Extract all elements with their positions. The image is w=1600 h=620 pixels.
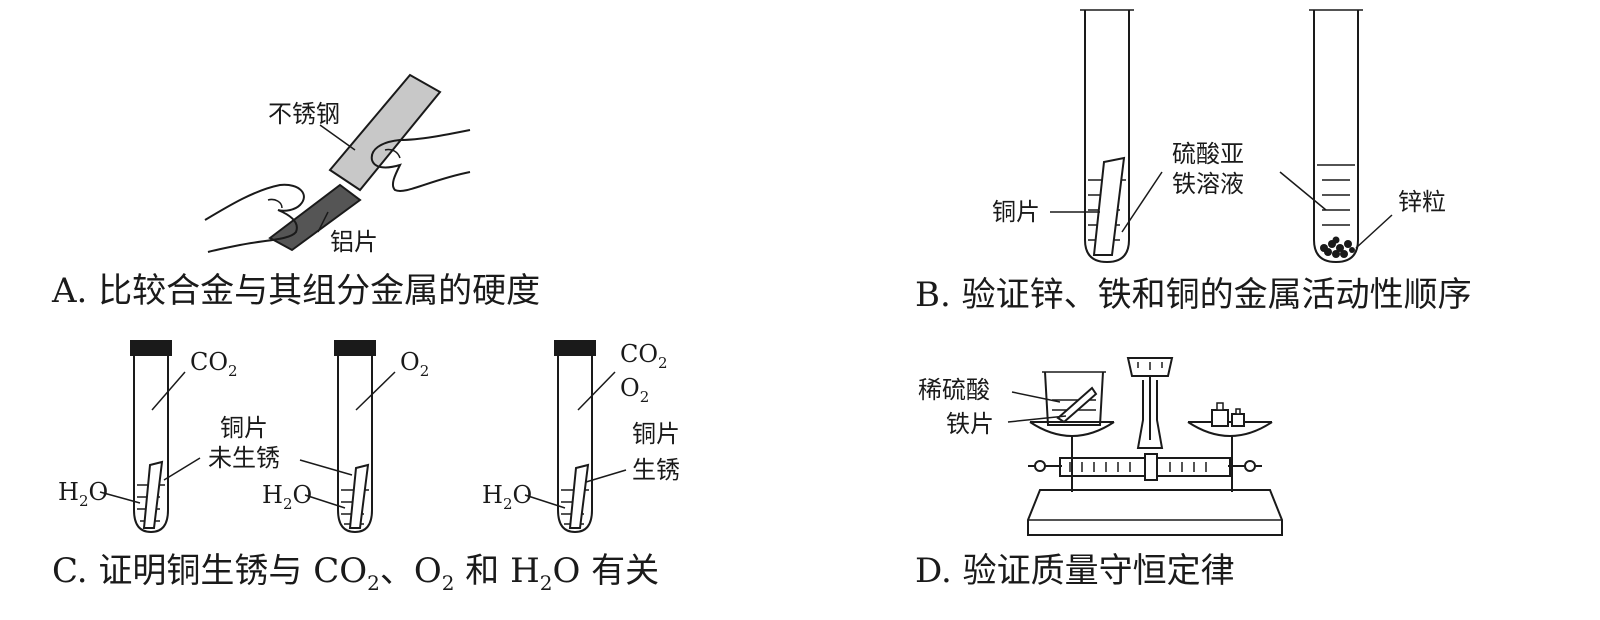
test-tube-copper (1084, 10, 1130, 264)
test-tube-c1 (133, 356, 169, 534)
zinc-granules (1320, 236, 1355, 258)
test-tube-c3 (557, 356, 593, 534)
label-c3-gas-2: O2 (620, 374, 649, 406)
weight-large (1211, 409, 1229, 427)
label-c1-water: H2O (58, 478, 108, 510)
solution-lines-2 (1317, 164, 1355, 226)
stopper-3 (554, 340, 596, 356)
label-dilute-sulfuric-acid: 稀硫酸 (918, 376, 990, 404)
copper-strip-c1 (142, 460, 164, 529)
label-zinc: 锌粒 (1398, 188, 1446, 216)
left-pan (1029, 421, 1115, 437)
label-rust: 生锈 (632, 456, 680, 484)
label-c1-gas: CO2 (190, 348, 238, 380)
label-aluminum: 铝片 (330, 228, 378, 256)
label-copper-rust: 铜片 (632, 420, 680, 448)
copper-strip-c2 (348, 463, 370, 529)
caption-a: A. 比较合金与其组分金属的硬度 (51, 271, 540, 311)
panel-d: 稀硫酸 铁片 D. 验证质量守恒定律 (915, 357, 1283, 591)
label-ferrous-sulfate-1: 硫酸亚 (1172, 140, 1244, 168)
stopper-1 (130, 340, 172, 356)
panel-a: 不锈钢 铝片 A. 比较合金与其组分金属的硬度 (51, 73, 540, 311)
left-hand (204, 183, 305, 253)
panel-c: CO2 H2O O2 H2O 铜片 未生锈 (52, 340, 680, 595)
stainless-steel-strip (328, 73, 442, 192)
test-tube-c2 (337, 356, 373, 534)
test-tube-zinc (1313, 10, 1359, 264)
caption-b: B. 验证锌、铁和铜的金属活动性顺序 (915, 275, 1472, 315)
label-copper-no-rust-1: 铜片 (220, 414, 268, 442)
label-c2-water: H2O (262, 481, 312, 513)
right-pan (1187, 421, 1273, 437)
label-iron-sheet: 铁片 (946, 410, 994, 438)
copper-sheet (1092, 156, 1126, 256)
panel-b: 铜片 硫酸亚 铁溶液 锌粒 B. 验证锌、铁和铜的金属活动性顺序 (915, 9, 1472, 315)
balance-scale-head (1126, 357, 1174, 377)
label-c2-gas: O2 (400, 348, 429, 380)
caption-c: C. 证明铜生锈与 CO2、O2 和 H2O 有关 (52, 551, 659, 595)
weight-small (1231, 413, 1245, 427)
label-stainless-steel: 不锈钢 (268, 100, 340, 128)
balance-base (1027, 489, 1283, 536)
balance-rider (1144, 453, 1158, 481)
balance-pillar (1136, 380, 1164, 449)
copper-strip-c3 (568, 463, 590, 529)
caption-d: D. 验证质量守恒定律 (915, 551, 1235, 591)
right-hand (370, 129, 471, 192)
label-no-rust: 未生锈 (208, 444, 280, 472)
stopper-2 (334, 340, 376, 356)
label-ferrous-sulfate-2: 铁溶液 (1172, 170, 1244, 198)
label-c3-water: H2O (482, 481, 532, 513)
iron-sheet-in-beaker (1056, 386, 1098, 424)
label-copper-sheet: 铜片 (992, 198, 1040, 226)
label-c3-gas-1: CO2 (620, 340, 668, 372)
